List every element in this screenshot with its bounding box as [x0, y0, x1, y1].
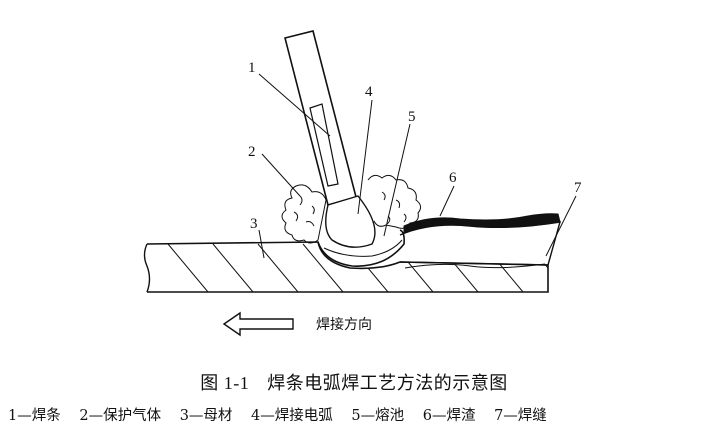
label-5: 5 [408, 109, 416, 125]
slag-layer [403, 213, 561, 234]
figure-title: 焊条电弧焊工艺方法的示意图 [267, 373, 508, 394]
figure-number: 图 1-1 [200, 373, 250, 393]
label-4: 4 [365, 84, 373, 100]
welding-arc [325, 195, 376, 248]
weld-bead [399, 221, 561, 269]
welding-diagram: 1 2 3 4 5 6 7 焊接方向 [143, 30, 582, 337]
shielding-gas [281, 174, 422, 244]
label-3: 3 [250, 216, 258, 232]
label-2: 2 [248, 144, 256, 160]
figure-caption: 图 1-1 焊条电弧焊工艺方法的示意图 [0, 369, 708, 395]
label-6: 6 [449, 170, 457, 186]
legend-item-arc: 4—焊接电弧 [251, 408, 333, 424]
legend-item-weld: 7—焊缝 [494, 408, 547, 424]
legend-item-molten-pool: 5—熔池 [351, 408, 405, 424]
direction-arrow-icon [222, 311, 294, 337]
legend: 1—焊条 2—保护气体 3—母材 4—焊接电弧 5—熔池 6—焊渣 7—焊缝 [8, 404, 708, 425]
legend-item-electrode: 1—焊条 [8, 408, 61, 424]
leader-lines [258, 73, 577, 259]
molten-pool [317, 229, 405, 267]
legend-item-shielding-gas: 2—保护气体 [79, 408, 162, 424]
label-7: 7 [574, 180, 582, 196]
label-1: 1 [248, 60, 256, 76]
electrode [284, 30, 357, 206]
welding-direction-label: 焊接方向 [316, 316, 372, 333]
legend-item-base-metal: 3—母材 [179, 408, 233, 424]
legend-item-slag: 6—焊渣 [422, 408, 476, 424]
